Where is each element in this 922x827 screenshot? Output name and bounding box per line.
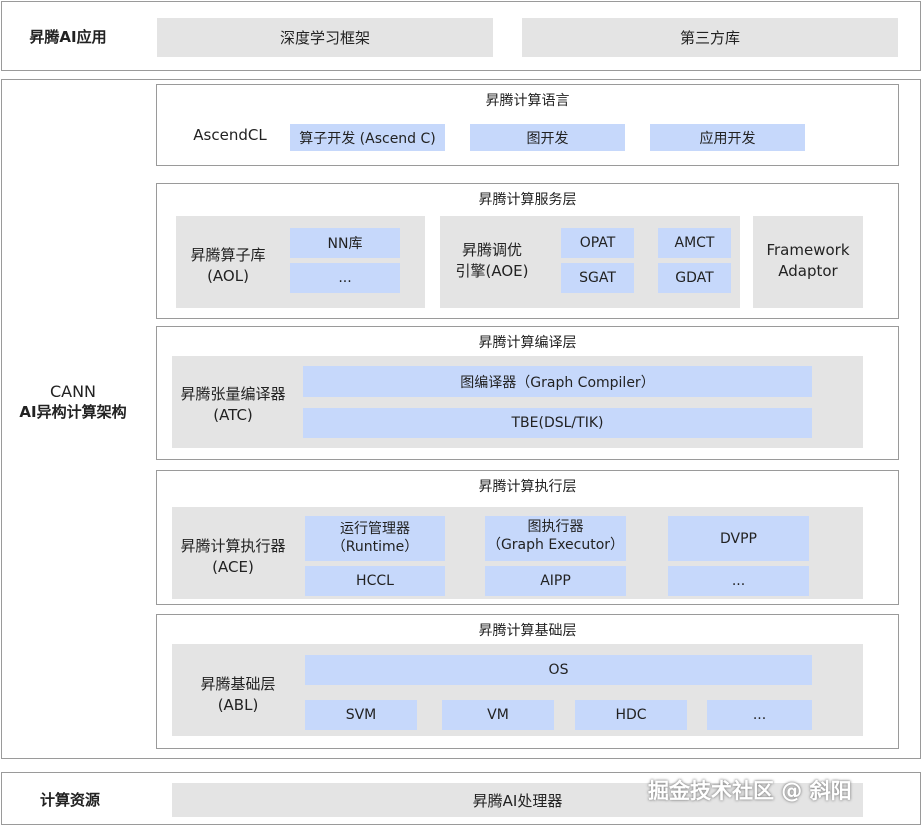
atc-label: 昇腾张量编译器 (ATC) <box>174 384 292 426</box>
ace-label-line2: (ACE) <box>212 558 254 576</box>
hdc-box: HDC <box>575 700 687 730</box>
aipp-box: AIPP <box>485 566 626 596</box>
ace-label-line1: 昇腾计算执行器 <box>180 537 286 555</box>
ascendcl-label: AscendCL <box>193 126 267 144</box>
execute-layer-title: 昇腾计算执行层 <box>478 479 577 495</box>
aol-more-box: ... <box>290 263 400 293</box>
svm-box: SVM <box>305 700 417 730</box>
watermark: 掘金技术社区 @ 斜阳 <box>648 779 852 803</box>
abl-label-line2: (ABL) <box>217 696 259 714</box>
aol-label: 昇腾算子库 (AOL) <box>180 245 276 287</box>
base-more-box: ... <box>707 700 812 730</box>
nn-library-box: NN库 <box>290 228 400 258</box>
base-layer-title: 昇腾计算基础层 <box>478 623 577 639</box>
gdat-box: GDAT <box>658 263 731 293</box>
amct-box: AMCT <box>658 228 731 258</box>
abl-label-line1: 昇腾基础层 <box>200 675 276 693</box>
third-party-library-box: 第三方库 <box>522 18 898 57</box>
atc-label-line2: (ATC) <box>213 406 253 424</box>
cann-label-line2: AI异构计算架构 <box>19 403 127 421</box>
execute-more-box: ... <box>668 566 809 596</box>
aoe-label-line1: 昇腾调优 <box>461 241 522 259</box>
framework-adaptor-box: Framework Adaptor <box>753 216 863 308</box>
language-layer-title: 昇腾计算语言 <box>485 93 570 109</box>
dvpp-box: DVPP <box>668 516 809 561</box>
ascend-processor-box: 昇腾AI处理器 <box>172 783 863 817</box>
atc-label-line1: 昇腾张量编译器 <box>180 385 286 403</box>
aoe-label: 昇腾调优 引擎(AOE) <box>448 240 536 282</box>
opat-box: OPAT <box>561 228 634 258</box>
sgat-box: SGAT <box>561 263 634 293</box>
runtime-line2: （Runtime） <box>331 539 419 555</box>
vm-box: VM <box>442 700 554 730</box>
runtime-box: 运行管理器 （Runtime） <box>305 516 445 561</box>
compile-layer-title: 昇腾计算编译层 <box>478 335 577 351</box>
graph-executor-line2: （Graph Executor） <box>486 537 625 553</box>
app-dev-box: 应用开发 <box>650 124 805 151</box>
graph-compiler-box: 图编译器（Graph Compiler） <box>303 366 812 397</box>
graph-executor-box: 图执行器 （Graph Executor） <box>485 516 626 561</box>
aol-label-line2: (AOL) <box>207 267 249 285</box>
tbe-box: TBE(DSL/TIK) <box>303 408 812 438</box>
graph-executor-line1: 图执行器 <box>527 519 584 535</box>
graph-dev-box: 图开发 <box>470 124 625 151</box>
runtime-line1: 运行管理器 <box>340 521 410 537</box>
service-layer-title: 昇腾计算服务层 <box>478 192 577 208</box>
abl-label: 昇腾基础层 (ABL) <box>178 674 298 716</box>
deep-learning-framework-box: 深度学习框架 <box>157 18 493 57</box>
framework-adaptor-line1: Framework <box>766 241 850 259</box>
ace-label: 昇腾计算执行器 (ACE) <box>174 536 292 578</box>
os-box: OS <box>305 655 812 685</box>
operator-dev-box: 算子开发 (Ascend C) <box>290 124 445 151</box>
aoe-label-line2: 引擎(AOE) <box>455 262 529 280</box>
resource-label: 计算资源 <box>39 790 100 809</box>
cann-label: CANN AI异构计算架构 <box>2 381 144 425</box>
cann-label-line1: CANN <box>49 382 97 401</box>
aol-label-line1: 昇腾算子库 <box>190 246 266 264</box>
framework-adaptor-line2: Adaptor <box>778 262 838 280</box>
app-layer-label: 昇腾AI应用 <box>29 27 107 46</box>
hccl-box: HCCL <box>305 566 445 596</box>
